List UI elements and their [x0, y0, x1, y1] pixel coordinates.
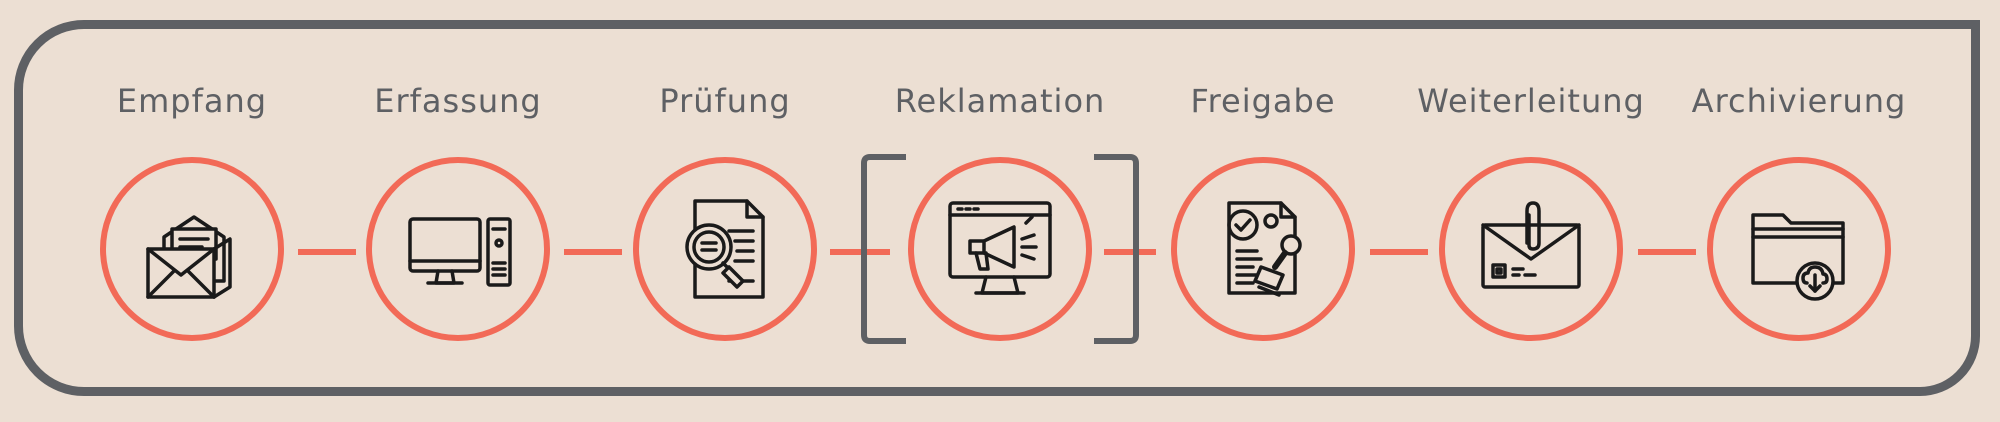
step-empfang	[100, 157, 284, 341]
folder-download-icon	[1751, 213, 1845, 301]
process-frame	[14, 20, 1980, 396]
connector-1	[298, 249, 356, 255]
monitor-megaphone-icon	[948, 201, 1052, 295]
step-reklamation	[908, 157, 1092, 341]
document-approval-stamp-icon	[1227, 201, 1302, 297]
step-erfassung	[366, 157, 550, 341]
step-pruefung	[633, 157, 817, 341]
step-label-erfassung: Erfassung	[374, 82, 542, 120]
document-magnifier-icon	[685, 199, 765, 299]
step-archivierung	[1707, 157, 1891, 341]
step-label-freigabe: Freigabe	[1190, 82, 1336, 120]
step-label-weiterleitung: Weiterleitung	[1417, 82, 1645, 120]
connector-3	[830, 249, 890, 255]
desktop-computer-icon	[408, 217, 512, 287]
step-label-pruefung: Prüfung	[659, 82, 791, 120]
step-label-archivierung: Archivierung	[1691, 82, 1907, 120]
connector-4	[1104, 249, 1156, 255]
highlight-bracket	[861, 154, 1139, 344]
connector-2	[564, 249, 622, 255]
step-label-reklamation: Reklamation	[894, 82, 1106, 120]
envelope-paperclip-icon	[1481, 201, 1581, 289]
step-freigabe	[1171, 157, 1355, 341]
step-weiterleitung	[1439, 157, 1623, 341]
step-label-empfang: Empfang	[116, 82, 268, 120]
connector-5	[1370, 249, 1428, 255]
connector-6	[1638, 249, 1696, 255]
open-envelope-icon	[146, 215, 232, 299]
